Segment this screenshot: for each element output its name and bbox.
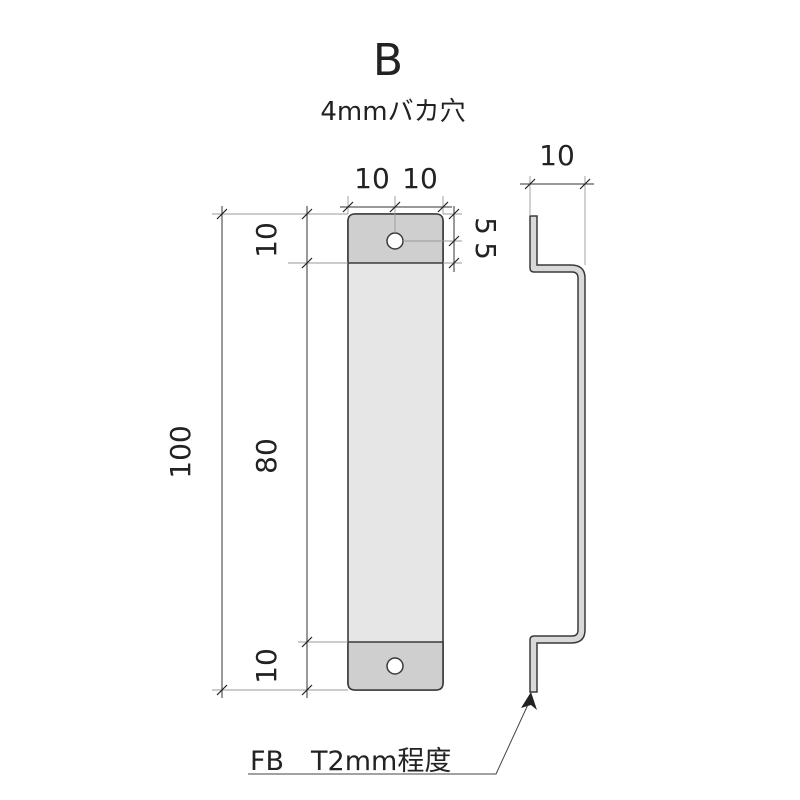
dim-hole-offset-a: 5 — [469, 217, 502, 235]
section-length-dimension: 10 80 10 — [250, 206, 348, 698]
dim-bend-offset: 10 — [539, 139, 575, 172]
dim-top-left: 10 — [354, 162, 390, 195]
dim-end-top: 10 — [250, 222, 283, 258]
dim-total: 100 — [164, 425, 197, 478]
hole-offset-dimension: 5 5 — [403, 206, 502, 272]
top-hole — [386, 232, 404, 250]
dim-hole-offset-b: 5 — [469, 242, 502, 260]
dim-end-bottom: 10 — [250, 648, 283, 684]
total-length-dimension: 100 — [164, 206, 298, 698]
bottom-hole — [386, 657, 404, 675]
top-width-dimension: 10 10 — [340, 162, 452, 233]
plate-outline — [347, 213, 444, 691]
material-note: FB T2mm程度 — [250, 746, 451, 777]
leader-arrow-icon — [521, 692, 537, 710]
dim-middle: 80 — [250, 438, 283, 474]
dim-top-right: 10 — [402, 162, 438, 195]
bent-bar-shape — [529, 215, 586, 693]
hole-note: 4mmバカ穴 — [320, 97, 465, 127]
plate-front-view — [347, 213, 444, 691]
material-leader — [248, 692, 537, 775]
title: B — [373, 35, 403, 86]
side-view-profile: 10 — [520, 139, 594, 693]
